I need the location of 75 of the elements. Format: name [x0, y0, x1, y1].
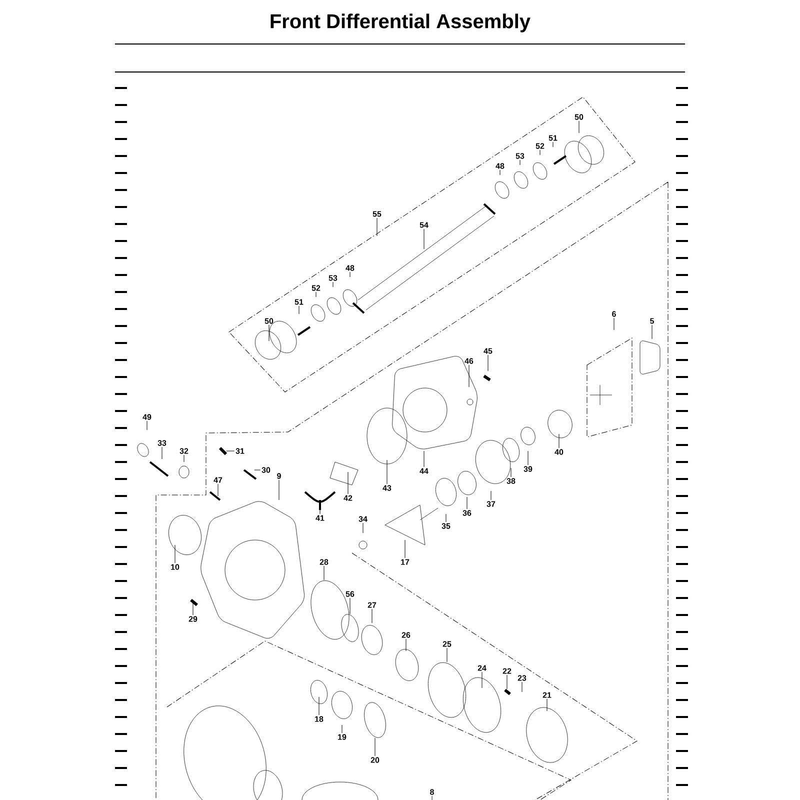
callout-number: 47 — [214, 477, 222, 483]
leader-line — [578, 120, 580, 134]
callout-number: 35 — [442, 523, 450, 529]
leader-line — [466, 496, 468, 510]
callout-number: 49 — [142, 414, 152, 420]
callout-number: 32 — [180, 448, 188, 454]
callout-number: 29 — [188, 616, 198, 622]
callout-number: 46 — [464, 358, 474, 364]
callout-number: 28 — [320, 559, 328, 565]
callout-number: 26 — [402, 632, 410, 638]
leader-line — [386, 460, 388, 484]
callout-number: 48 — [346, 265, 354, 271]
callout-number: 21 — [542, 692, 552, 698]
leader-line — [318, 696, 320, 716]
leader-line — [506, 674, 508, 690]
callout-number: 31 — [236, 448, 244, 454]
callout-number: 33 — [158, 440, 166, 446]
callout-number: 19 — [338, 734, 346, 740]
callout-number: 50 — [264, 318, 274, 324]
leader-line — [404, 540, 406, 558]
leader-line — [268, 324, 270, 342]
leader-line — [226, 450, 235, 452]
callout-number: 20 — [370, 757, 380, 763]
callout-number: 36 — [462, 510, 472, 516]
callout-number: 8 — [430, 789, 434, 795]
callout-number: 34 — [358, 516, 368, 522]
callout-number: 40 — [554, 449, 564, 455]
leader-line — [558, 434, 560, 448]
callout-number: 27 — [368, 602, 376, 608]
callout-number: 53 — [516, 153, 524, 159]
leader-line — [446, 648, 448, 662]
callout-number: 24 — [478, 665, 486, 671]
callout-number: 53 — [328, 275, 338, 281]
callout-number: 22 — [502, 668, 512, 674]
callout-number: 48 — [496, 163, 504, 169]
title: Front Differential Assembly — [270, 14, 530, 32]
callout-number: 6 — [612, 311, 616, 317]
callout-number: 54 — [420, 222, 428, 228]
callout-number: 38 — [506, 478, 516, 484]
callout-number: 55 — [372, 211, 382, 217]
leader-line — [546, 698, 548, 712]
leader-line — [278, 480, 280, 500]
callout-number: 43 — [382, 485, 392, 491]
callout-number: 56 — [346, 591, 354, 597]
leader-line — [192, 600, 194, 616]
leader-line — [298, 306, 300, 314]
callout-number: 50 — [574, 114, 584, 120]
callout-number: 5 — [650, 318, 654, 324]
leader-line — [362, 522, 364, 534]
callout-number: 9 — [277, 473, 281, 479]
callout-number: 42 — [344, 495, 352, 501]
leader-line — [510, 468, 512, 478]
callout-number: 30 — [262, 467, 270, 473]
callout-number: 45 — [484, 348, 492, 354]
callout-number: 17 — [401, 559, 410, 565]
callout-number: 39 — [524, 466, 532, 472]
leader-line — [146, 420, 148, 430]
callout-number: 23 — [518, 675, 526, 681]
leader-line — [468, 364, 470, 388]
callout-number: 51 — [548, 135, 558, 141]
callout-number: 52 — [312, 285, 320, 291]
leader-line — [552, 142, 554, 148]
callout-number: 10 — [171, 564, 180, 570]
callout-number: 44 — [420, 468, 428, 474]
callout-number: 18 — [315, 716, 324, 722]
leader-line — [374, 738, 376, 756]
leader-line — [174, 544, 176, 564]
callout-number: 52 — [536, 143, 544, 149]
leader-line — [376, 218, 378, 236]
callout-number: 37 — [486, 501, 496, 507]
leader-line — [332, 282, 334, 288]
callout-number: 51 — [294, 299, 304, 305]
callout-number: 41 — [316, 515, 324, 521]
callout-number: 25 — [442, 641, 452, 647]
leader-line — [490, 490, 492, 500]
